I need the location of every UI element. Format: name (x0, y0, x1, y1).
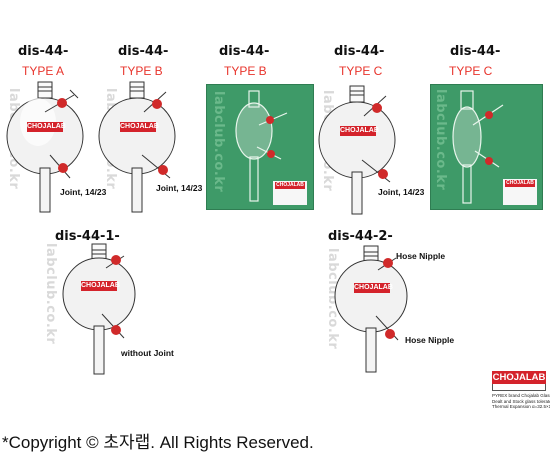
flask-brand-2: CHOJALAB (120, 122, 159, 132)
hose-nipple-label-bottom: Hose Nipple (405, 335, 455, 345)
watermark-5: labclub.co.kr (433, 89, 448, 191)
joint-label-1: Joint, 14/23 (60, 187, 107, 197)
brand-fine-3: Thermal Expansion α=32.5×10⁻⁷/°C (492, 404, 550, 409)
watermark-7: labclub.co.kr (325, 248, 340, 350)
product-code-7: dis-44-2- (328, 229, 393, 244)
joint-label-2: Joint, 14/23 (156, 183, 203, 193)
flask-brand-label-2: CHOJALAB (120, 122, 159, 132)
product-type-1: TYPE A (22, 64, 65, 78)
flask-brand-1: CHOJALAB (27, 122, 66, 132)
photo-brand-1: CHOJALAB (275, 182, 305, 189)
product-type-3: TYPE B (224, 64, 267, 78)
brand-bar (492, 384, 546, 391)
product-type-4: TYPE C (339, 64, 383, 78)
brand-fine-2: Dealt and Stock glass tolerated (492, 398, 550, 404)
joint-label-4: Joint, 14/23 (378, 187, 425, 197)
product-code-2: dis-44- (118, 44, 169, 59)
brand-name: CHOJALAB (492, 371, 546, 384)
product-photo-type-c: labclub.co.kr CHOJALAB (430, 84, 543, 210)
brand-fine-1: PYREX brand Chojalab Glassware (492, 393, 550, 398)
product-type-5: TYPE C (449, 64, 493, 78)
flask-brand-7: CHOJALAB (354, 283, 393, 293)
product-type-2: TYPE B (120, 64, 163, 78)
product-code-3: dis-44- (219, 44, 270, 59)
flask-brand-label-6: CHOJALAB (81, 281, 120, 291)
flask-brand-4: CHOJALAB (340, 126, 379, 136)
watermark-3: labclub.co.kr (211, 91, 226, 193)
watermark-6: labclub.co.kr (43, 243, 58, 345)
flask-brand-label-4: CHOJALAB (340, 126, 379, 136)
flask-brand-label-1: CHOJALAB (27, 122, 66, 132)
joint-label-6: without Joint (121, 348, 174, 358)
flask-brand-6: CHOJALAB (81, 281, 120, 291)
product-code-6: dis-44-1- (55, 229, 120, 244)
product-photo-type-b: labclub.co.kr CHOJALAB (206, 84, 314, 210)
copyright-notice: *Copyright © 초자랩. All Rights Reserved. (2, 433, 314, 452)
flask-brand-label-7: CHOJALAB (354, 283, 393, 293)
brand-block: CHOJALAB PYREX brand Chojalab Glassware … (492, 371, 550, 410)
product-code-4: dis-44- (334, 44, 385, 59)
product-code-1: dis-44- (18, 44, 69, 59)
photo-brand-2: CHOJALAB (505, 180, 535, 187)
hose-nipple-label-top: Hose Nipple (396, 251, 446, 261)
product-code-5: dis-44- (450, 44, 501, 59)
